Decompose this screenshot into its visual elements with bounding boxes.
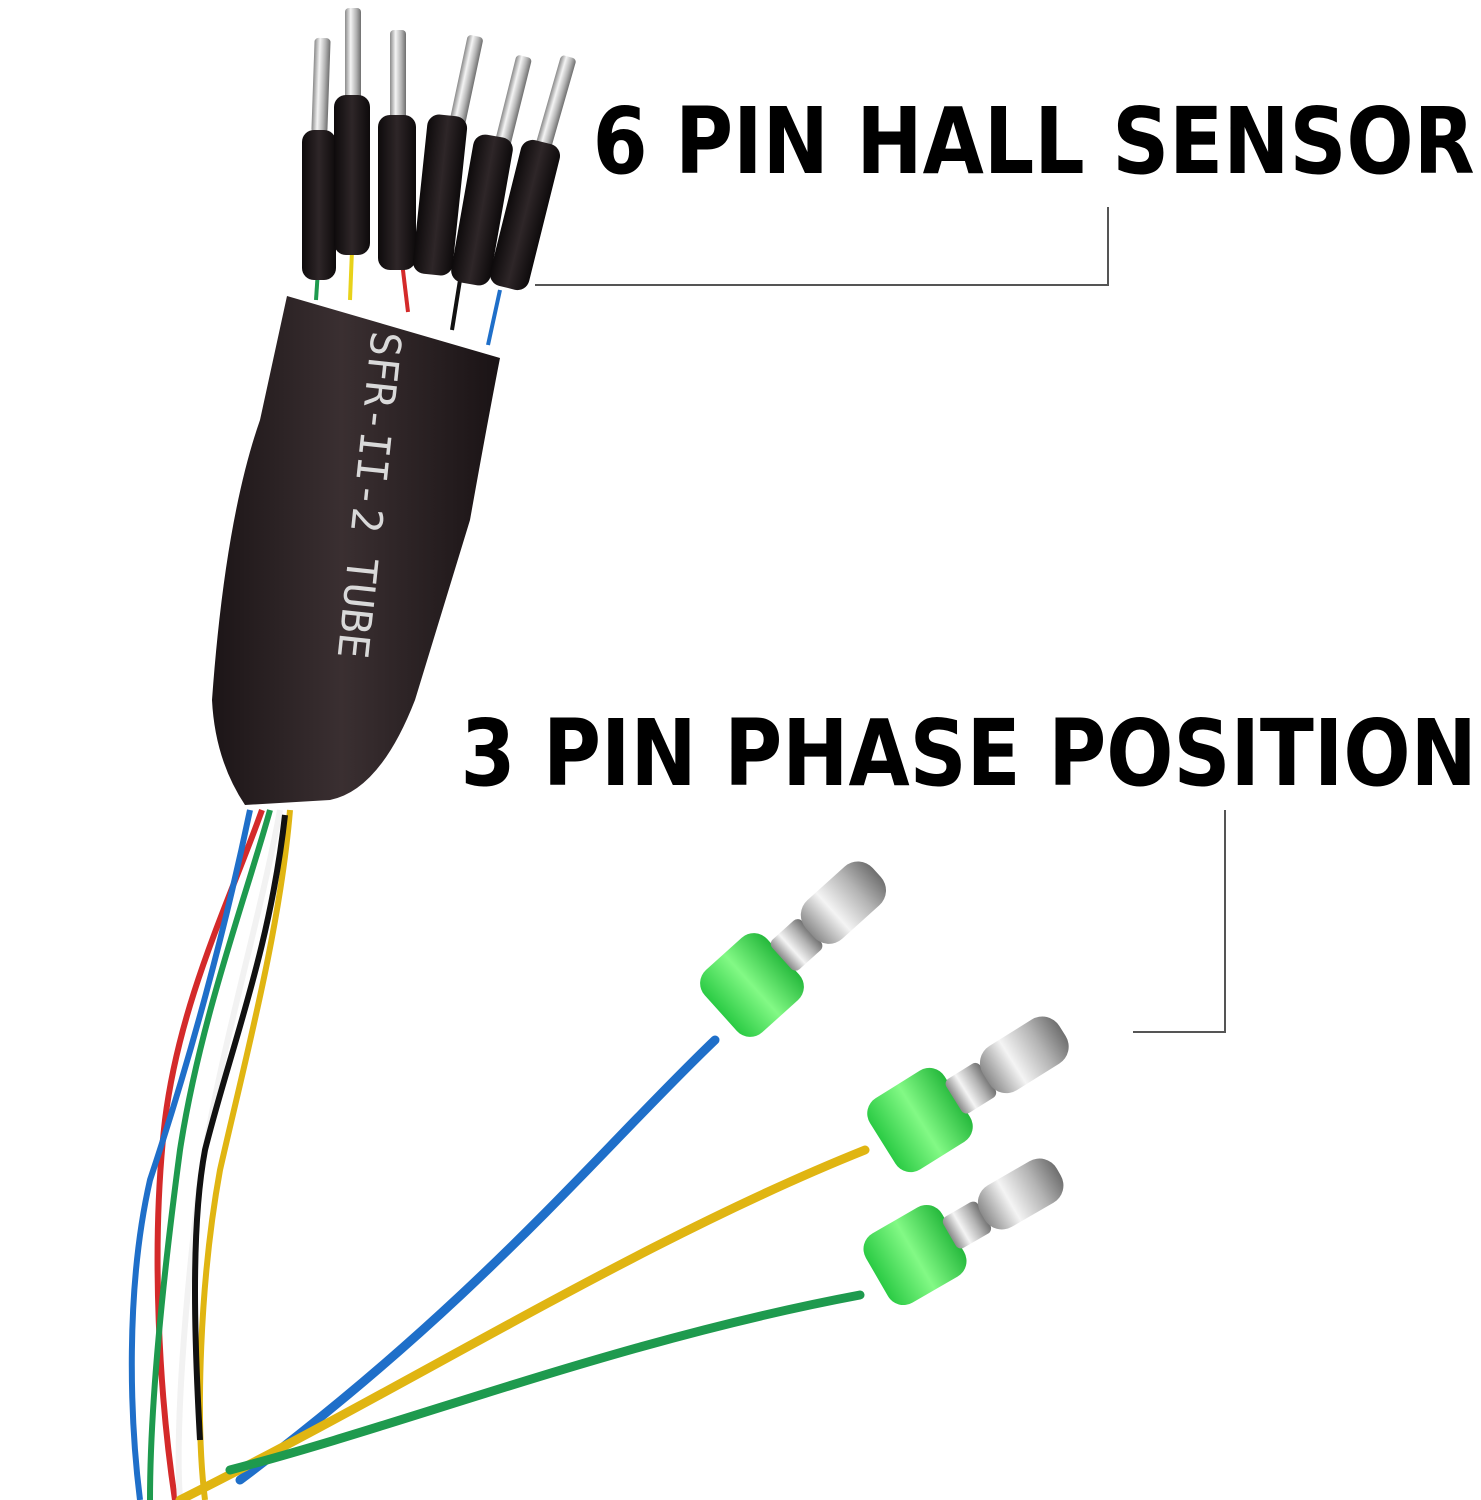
hall-sensor-label: 6 PIN HALL SENSOR (592, 88, 1475, 195)
phase-position-label: 3 PIN PHASE POSITION (460, 700, 1477, 807)
heat-shrink-sleeve (212, 296, 500, 805)
bullet-connector (700, 861, 1069, 1306)
phase-position-callout-line (1133, 810, 1226, 1033)
phase-wires (175, 1035, 870, 1500)
hall-sensor-connector-pins (302, 8, 576, 291)
wire-bundle (128, 808, 293, 1500)
hall-wires-top (314, 249, 502, 346)
hall-sensor-callout-line (535, 207, 1109, 286)
